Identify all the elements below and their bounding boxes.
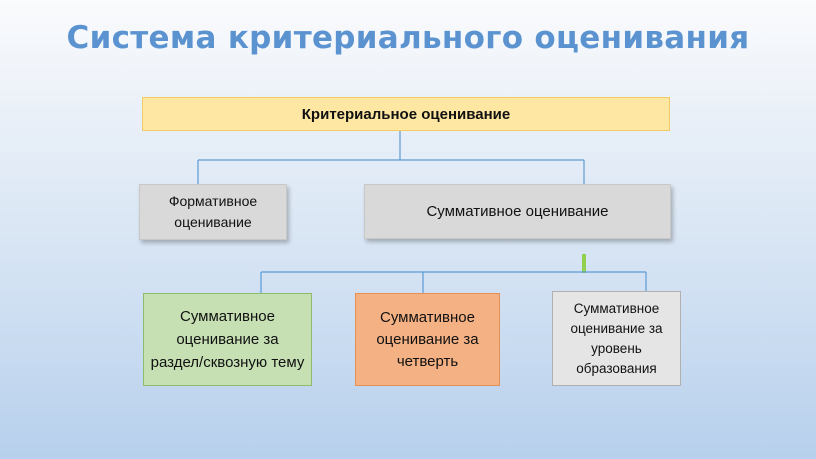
node-summative-level: Суммативное оценивание за уровень образо… <box>552 291 681 386</box>
node-summative-level-label: Суммативное оценивание за уровень образо… <box>570 300 663 376</box>
node-summative-section-label: Суммативное оценивание за раздел/сквозну… <box>150 308 305 371</box>
node-formative-assessment-label: Формативное оценивание <box>168 193 258 230</box>
node-summative-assessment-label: Суммативное оценивание <box>426 203 609 220</box>
node-criterial-assessment-label: Критериальное оценивание <box>301 105 511 123</box>
node-summative-assessment: Суммативное оценивание <box>364 184 671 239</box>
node-criterial-assessment: Критериальное оценивание <box>142 97 670 131</box>
node-summative-quarter-label: Суммативное оценивание за четверть <box>376 308 479 370</box>
node-summative-section: Суммативное оценивание за раздел/сквозну… <box>143 293 312 386</box>
node-summative-quarter: Суммативное оценивание за четверть <box>355 293 500 386</box>
node-formative-assessment: Формативное оценивание <box>139 184 287 240</box>
page-title: Система критериального оценивания <box>66 20 750 56</box>
